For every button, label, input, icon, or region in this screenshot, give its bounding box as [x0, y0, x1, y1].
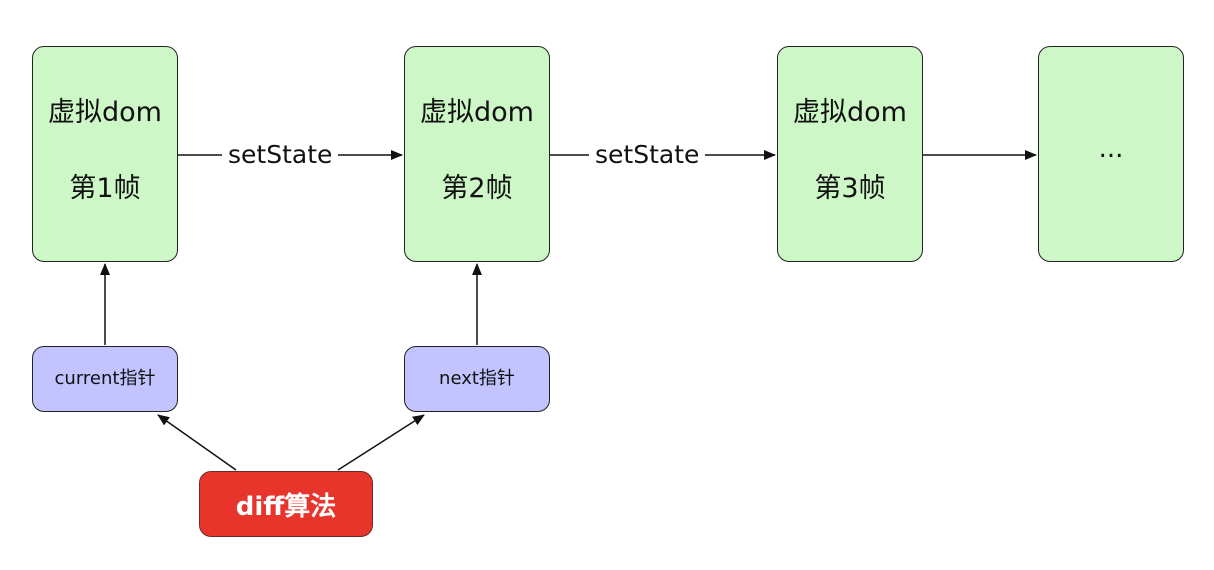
diff-algorithm-label: diff算法 — [235, 491, 337, 522]
frame-1-subtitle: 第1帧 — [69, 173, 141, 204]
set-state-label-1: setState — [222, 140, 339, 170]
diff-algorithm-node: diff算法 — [199, 471, 373, 537]
frame-3-title: 虚拟dom — [793, 97, 907, 128]
set-state-label-2: setState — [589, 140, 706, 170]
next-pointer-label: next指针 — [439, 368, 515, 389]
ellipsis-text: ... — [1098, 134, 1124, 164]
next-pointer-node: next指针 — [404, 346, 550, 412]
edge-diff-to-next-pointer — [337, 414, 425, 471]
frame-3-subtitle: 第3帧 — [814, 173, 886, 204]
frame-1-title: 虚拟dom — [48, 97, 162, 128]
virtual-dom-frame-2: 虚拟dom 第2帧 — [404, 46, 550, 262]
ellipsis-frame: ... — [1038, 46, 1184, 262]
virtual-dom-frame-3: 虚拟dom 第3帧 — [777, 46, 923, 262]
frame-2-subtitle: 第2帧 — [441, 173, 513, 204]
frame-2-title: 虚拟dom — [420, 97, 534, 128]
virtual-dom-frame-1: 虚拟dom 第1帧 — [32, 46, 178, 262]
edge-diff-to-current-pointer — [157, 414, 237, 471]
current-pointer-label: current指针 — [54, 368, 156, 389]
current-pointer-node: current指针 — [32, 346, 178, 412]
